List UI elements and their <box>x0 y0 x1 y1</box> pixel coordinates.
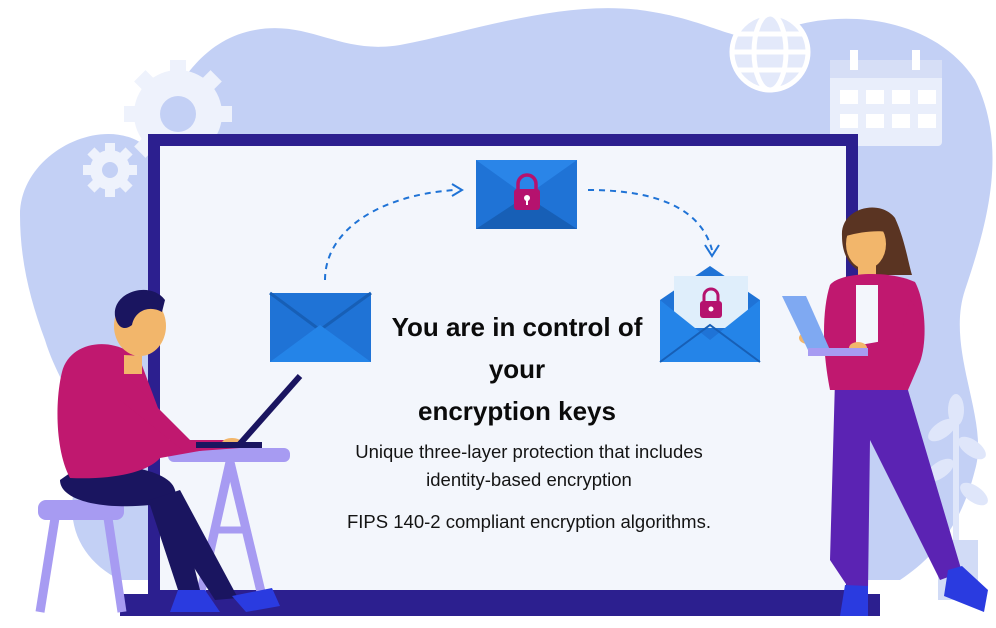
feature-text: FIPS 140-2 compliant encryption algorith… <box>346 511 711 532</box>
envelope-icon <box>269 291 372 362</box>
feature-item-fips: FIPS 140-2 compliant encryption algorith… <box>300 508 758 536</box>
man-figure <box>35 289 303 613</box>
arrow-left-dashed <box>324 189 456 281</box>
feature-text: identity-based encryption <box>426 469 632 490</box>
laptop-icon <box>782 296 868 356</box>
globe-icon <box>729 11 811 93</box>
laptop-icon <box>196 374 303 448</box>
headline-line-1: You are in control of <box>391 312 643 342</box>
gear-small-icon <box>83 143 137 197</box>
headline-line-3: encryption keys <box>418 396 616 426</box>
arrow-right-dashed <box>587 189 713 251</box>
headline: You are in control of your encryption ke… <box>330 306 704 432</box>
envelope-locked-icon <box>476 160 577 229</box>
envelope-open-icon <box>659 266 761 363</box>
calendar-icon <box>830 50 942 146</box>
feature-text: Unique three-layer protection that inclu… <box>355 441 703 462</box>
feature-item-layers: Unique three-layer protection that inclu… <box>300 438 758 494</box>
padlock-icon <box>700 287 722 318</box>
padlock-icon <box>514 173 540 210</box>
headline-line-2: your <box>488 354 546 384</box>
woman-figure <box>782 207 988 616</box>
